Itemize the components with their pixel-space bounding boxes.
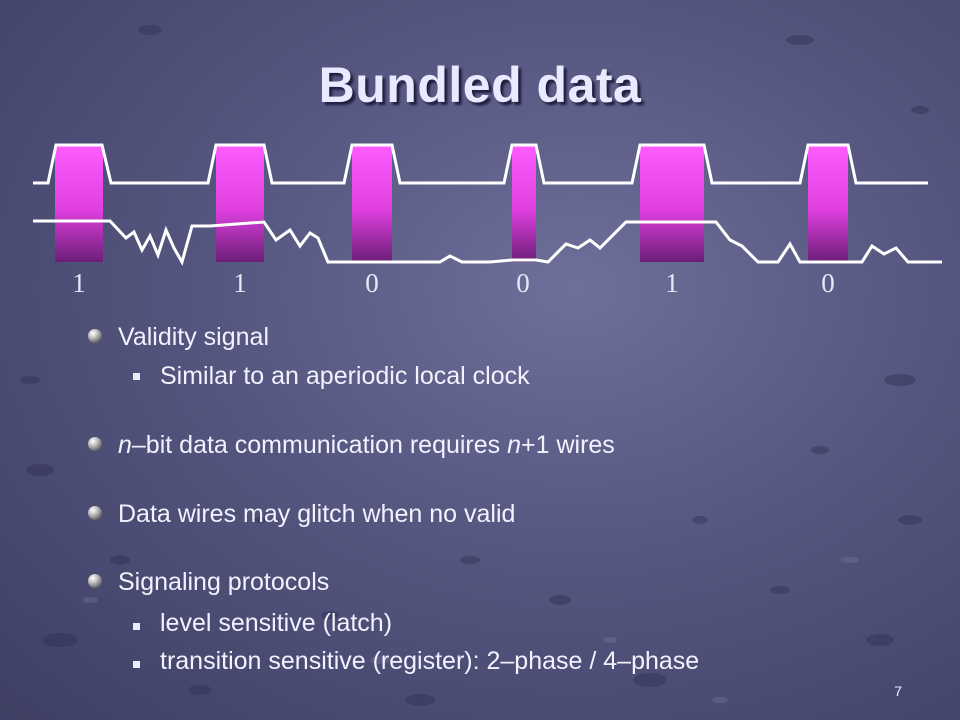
bullet-data-glitch: Data wires may glitch when no valid: [118, 500, 516, 528]
bundled-data-timing-diagram: 1 1 0 0 1 0: [33, 143, 942, 298]
bullet-marker: [88, 437, 102, 451]
bit-label-4: 0: [516, 268, 530, 298]
sub-bullet-level-sensitive: level sensitive (latch): [160, 609, 393, 637]
bullet-marker: [88, 574, 102, 588]
sub-bullet-marker: [133, 373, 140, 380]
var-n: n: [118, 431, 132, 459]
sub-bullet-marker: [133, 661, 140, 668]
bit-label-1: 1: [72, 268, 86, 298]
bullet-marker: [88, 506, 102, 520]
var-n: n: [507, 431, 522, 459]
data-wire: [33, 219, 942, 266]
bullet-text-part: –bit data communication requires: [131, 431, 508, 459]
bullet-validity-signal: Validity signal: [118, 323, 270, 351]
validity-pulses: [55, 145, 848, 262]
bit-label-2: 1: [233, 268, 247, 298]
bit-label-5: 1: [665, 268, 679, 298]
validity-pulse-1: [55, 145, 103, 262]
bullet-n-bit-wires: n–bit data communication requires n+1 wi…: [118, 431, 615, 460]
bit-labels: 1 1 0 0 1 0: [72, 268, 835, 298]
page-number: 7: [894, 683, 902, 699]
validity-pulse-5: [640, 145, 704, 262]
slide-title: Bundled data: [318, 57, 642, 113]
validity-pulse-3: [352, 145, 392, 262]
bullet-signaling-protocols: Signaling protocols: [118, 568, 330, 596]
validity-signal-wire: [33, 143, 928, 185]
sub-bullet-marker: [133, 623, 140, 630]
bit-label-3: 0: [365, 268, 379, 298]
bit-label-6: 0: [821, 268, 835, 298]
validity-pulse-6: [808, 145, 848, 262]
bullet-text-part: +1 wires: [521, 431, 615, 459]
sub-bullet-aperiodic-clock: Similar to an aperiodic local clock: [160, 362, 530, 390]
validity-pulse-4: [512, 145, 536, 262]
sub-bullet-transition-sensitive: transition sensitive (register): 2–phase…: [160, 647, 700, 675]
validity-pulse-2: [216, 145, 264, 262]
bullet-marker: [88, 329, 102, 343]
